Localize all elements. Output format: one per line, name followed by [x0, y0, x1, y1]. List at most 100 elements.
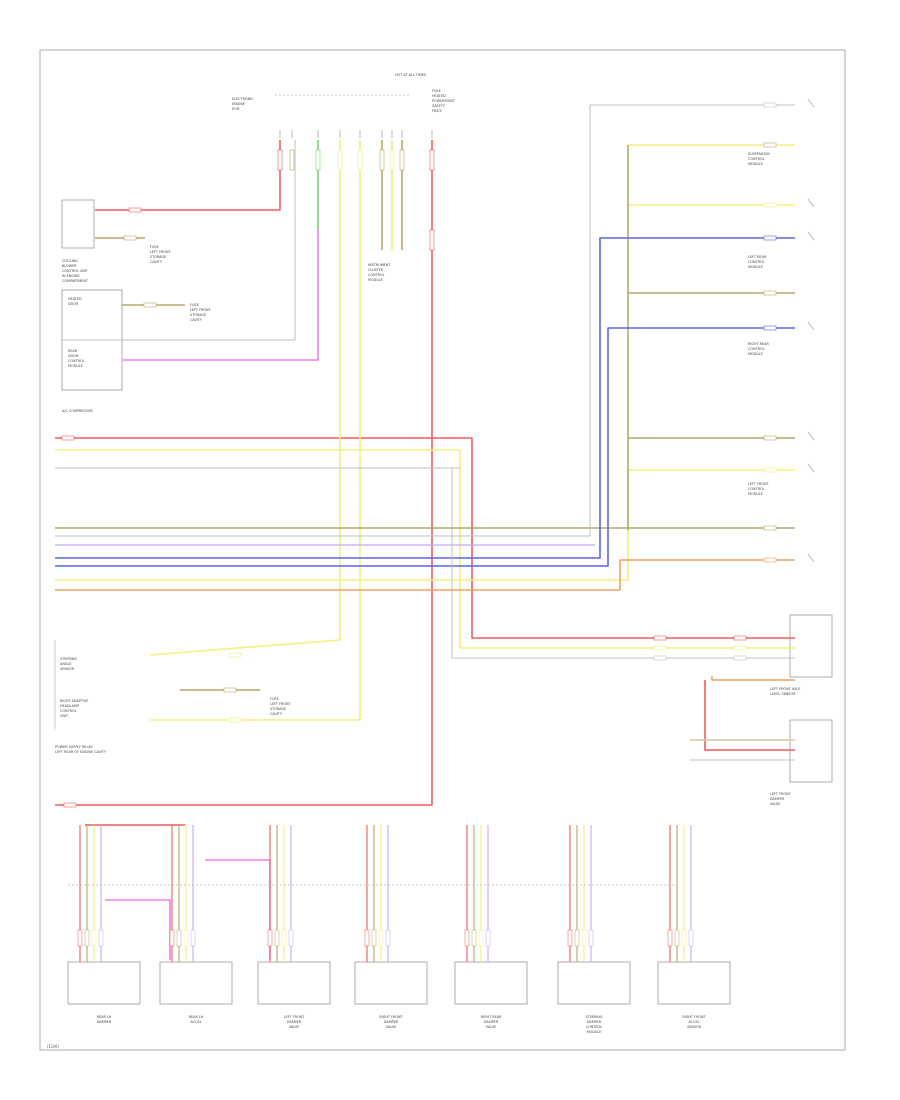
wire-tag [763, 235, 777, 241]
bottom-wire-tag [371, 929, 377, 947]
wire-tag [61, 435, 75, 441]
wire-tag [763, 557, 777, 563]
bottom-wire-tag [267, 929, 273, 947]
gray-wire-b [55, 104, 795, 537]
top-connector-label: HOT AT ALL TIMES [395, 73, 426, 77]
wire-tag [763, 435, 777, 441]
bottom-component-box [354, 961, 428, 1005]
bottom-component-box [454, 961, 528, 1005]
orange-wire-b [711, 676, 795, 681]
top-pins [279, 130, 433, 138]
bottom-component-box [257, 961, 331, 1005]
wire-tag [315, 149, 321, 171]
bottom-wire-tag [169, 929, 175, 947]
bottom-component-box [557, 961, 631, 1005]
bottom-wire-tag [688, 929, 694, 947]
bottom-wire-tag [84, 929, 90, 947]
wire-tag [653, 635, 667, 641]
wire-tag [429, 149, 435, 171]
wire-tag [733, 655, 747, 661]
wire-tag [399, 149, 405, 171]
wire-tag [763, 467, 777, 473]
bottom-wire-tag [77, 929, 83, 947]
bottom-wire-tag [674, 929, 680, 947]
wire-tag [63, 802, 77, 808]
wire-tag [429, 229, 435, 251]
bottom-wire-tag [681, 929, 687, 947]
bottom-wire-tag [91, 929, 97, 947]
wire-tag [357, 149, 363, 171]
wire-tag [228, 652, 242, 658]
red-wire-cooling [95, 140, 281, 211]
page-label: (10/6) [47, 1044, 60, 1049]
wire-tag [389, 149, 395, 171]
right-damper-valve-box [789, 719, 833, 783]
bottom-wire-tag [581, 929, 587, 947]
diagram-frame [39, 49, 846, 1051]
red-wire-bus [55, 437, 795, 639]
yellow-wire-bus [55, 449, 795, 649]
wire-tag [653, 645, 667, 651]
switch-symbol [807, 553, 815, 563]
blue-wire-b [55, 327, 795, 567]
wire-tag [763, 325, 777, 331]
bottom-wire-tag [378, 929, 384, 947]
switch-symbol [807, 198, 815, 208]
ac-compressor-label: A/C COMPRESSOR [62, 409, 93, 413]
switch-symbol [807, 321, 815, 331]
yellow-wire-r4 [55, 470, 629, 581]
bottom-wire-tag [567, 929, 573, 947]
wire-tag [653, 655, 667, 661]
bottom-wire-tag [478, 929, 484, 947]
bottom-wire-tag [667, 929, 673, 947]
bottom-wire-tag [574, 929, 580, 947]
red-wire-damper [704, 680, 795, 751]
yellow-wire-a [149, 140, 341, 656]
blue-wire-a [55, 237, 795, 559]
yellow-wire-b [150, 140, 361, 721]
wire-tag [128, 207, 142, 213]
pink-wire-bottom-b [105, 899, 171, 960]
wire-tag [733, 645, 747, 651]
wire-tag [223, 687, 237, 693]
bottom-wire-tag [464, 929, 470, 947]
wire-tag [123, 235, 137, 241]
bottom-wire-tag [190, 929, 196, 947]
switch-symbol [807, 231, 815, 241]
bottom-wire-tag [281, 929, 287, 947]
bottom-wire-tag [364, 929, 370, 947]
wire-tag [228, 717, 242, 723]
bottom-component-box [657, 961, 731, 1005]
wire-tag [763, 290, 777, 296]
switch-symbol [807, 431, 815, 441]
red-wire-main [55, 140, 433, 806]
pink-wire-bottom [205, 859, 271, 960]
bottom-wire-tag [176, 929, 182, 947]
right-level-sensor-box [789, 614, 833, 678]
wire-tag [379, 149, 385, 171]
pink-wire [122, 230, 319, 361]
bottom-wire-tag [588, 929, 594, 947]
wire-tag [733, 635, 747, 641]
wire-tag [763, 142, 777, 148]
bottom-component-box [159, 961, 233, 1005]
wire-tag [763, 525, 777, 531]
